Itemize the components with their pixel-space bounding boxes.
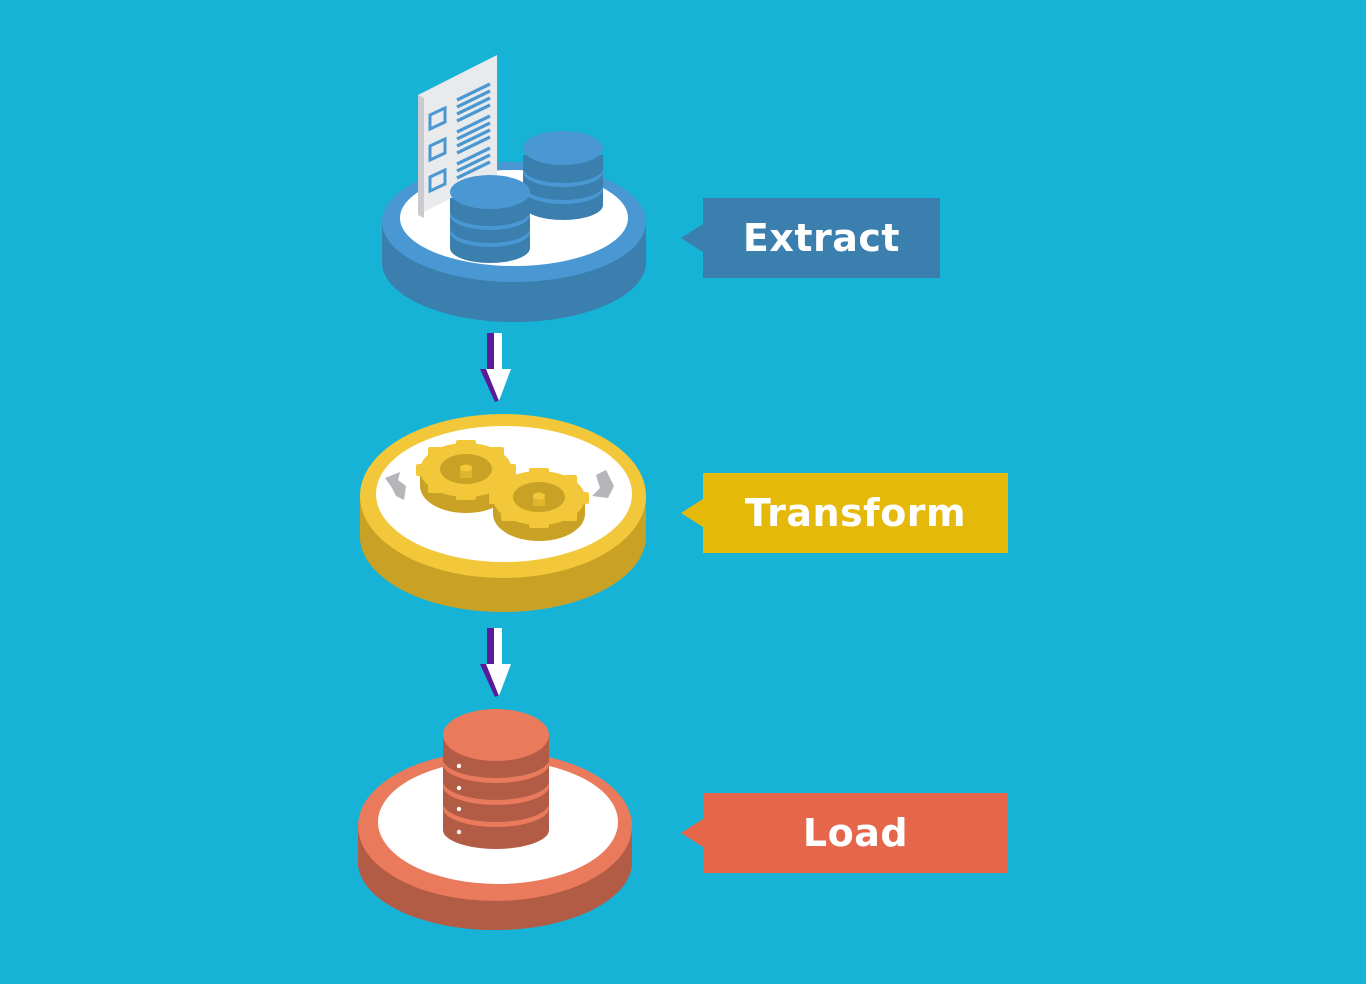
arrow-down-icon (480, 628, 511, 697)
transform-label-text: Transform (744, 491, 967, 535)
transform-label: Transform (681, 473, 1008, 553)
load-label-text: Load (802, 811, 909, 855)
database-server-icon (443, 709, 549, 849)
database-icon (450, 175, 530, 263)
database-icon (523, 131, 603, 220)
extract-label-text: Extract (742, 216, 901, 260)
extract-label: Extract (681, 198, 940, 278)
cycle-arrow-icon (385, 470, 614, 500)
load-label: Load (681, 793, 1008, 873)
arrow-down-icon (480, 333, 511, 402)
gear-icon (489, 468, 589, 541)
document-icon (418, 55, 497, 218)
